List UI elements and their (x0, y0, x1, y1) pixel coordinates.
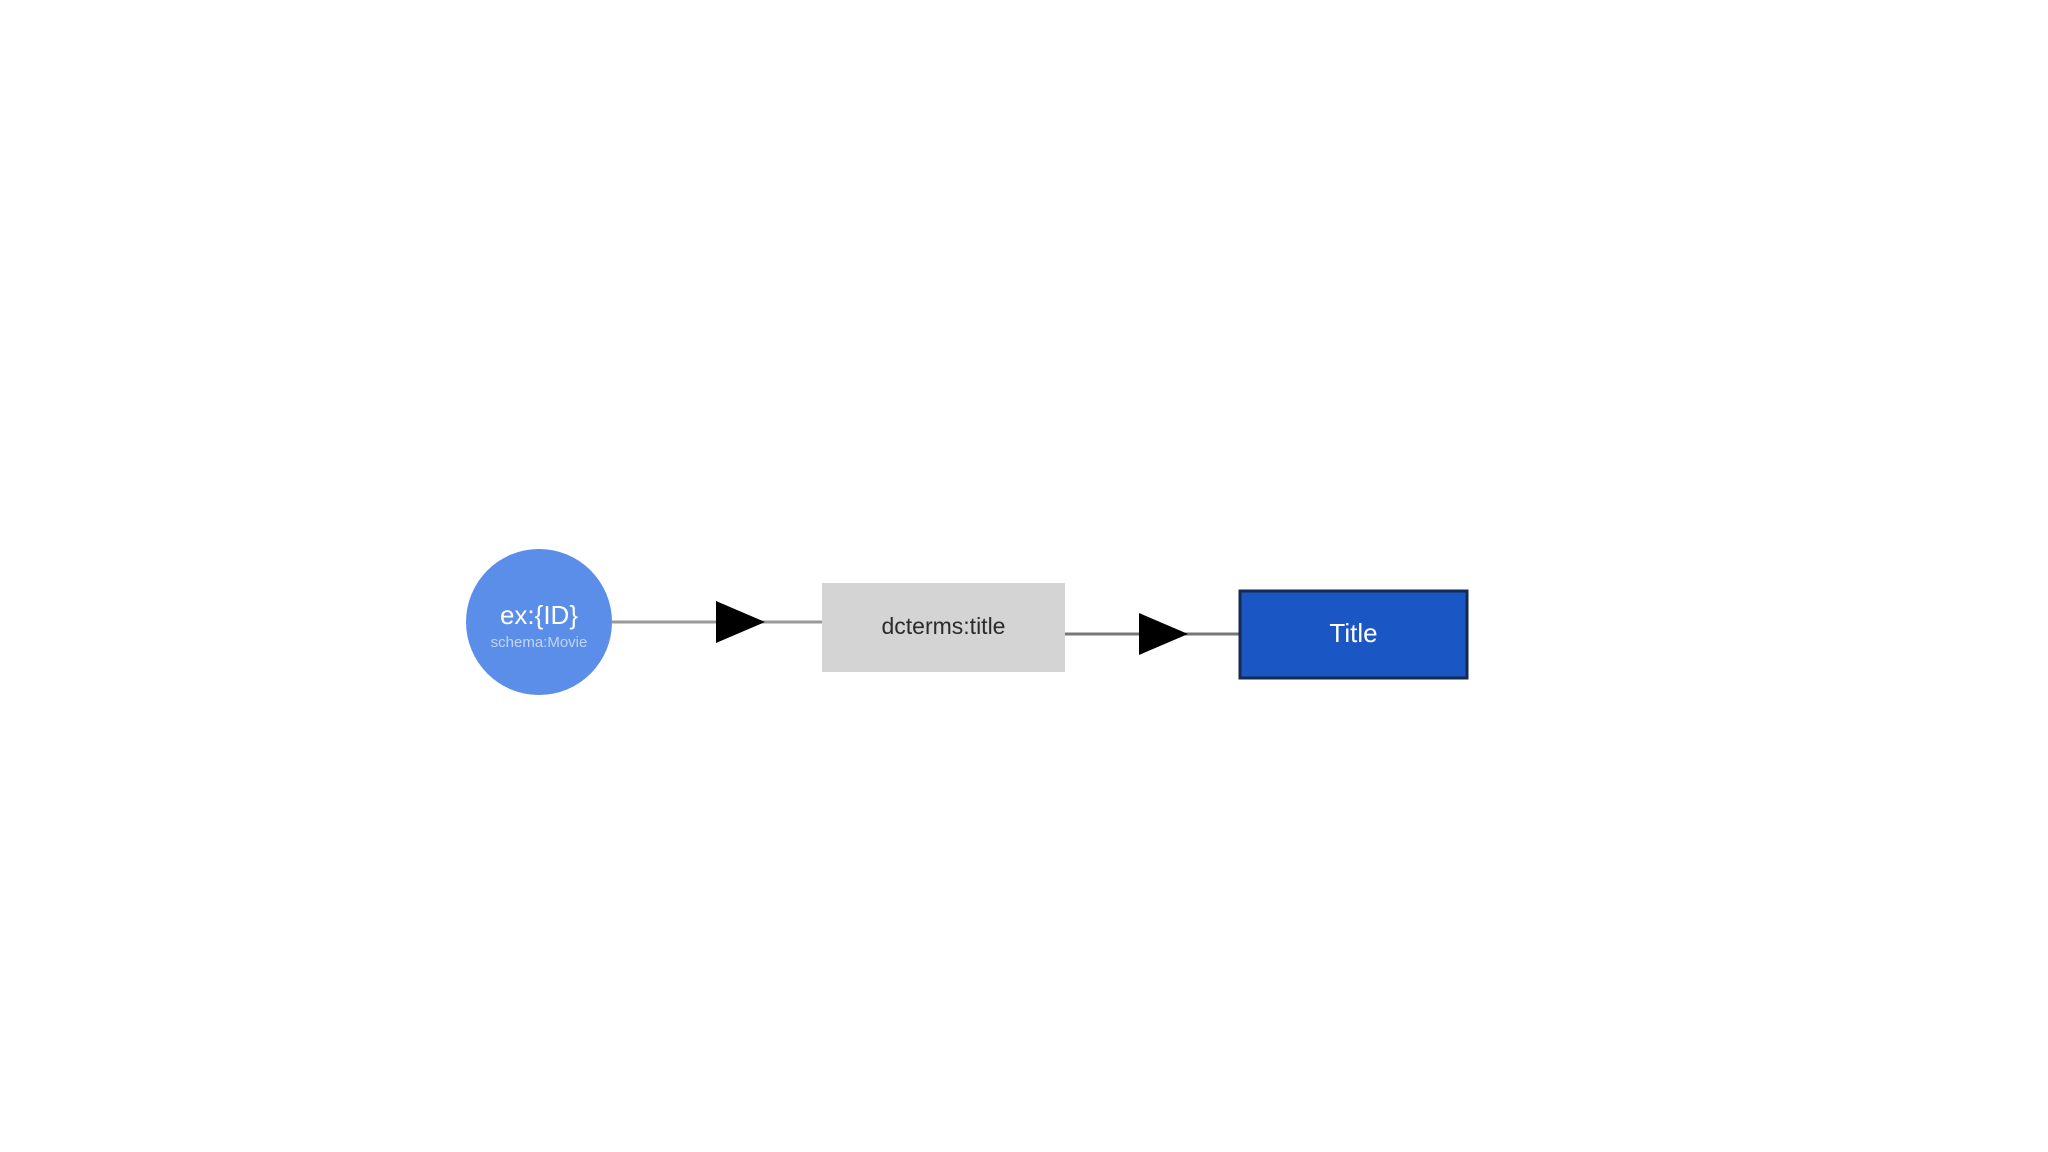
arrowhead-icon (1139, 613, 1188, 655)
node-subject-shape (466, 549, 612, 695)
node-predicate-shape (822, 583, 1065, 672)
node-object[interactable]: Title (1238, 589, 1469, 680)
node-object-shape (1238, 589, 1469, 680)
node-subject[interactable]: ex:{ID} schema:Movie (466, 549, 612, 695)
node-predicate[interactable]: dcterms:title (822, 583, 1065, 672)
arrowhead-icon (716, 601, 765, 643)
node-predicate-label: dcterms:title (882, 613, 1006, 639)
edge-subject-predicate[interactable] (612, 601, 822, 643)
node-object-label: Title (1329, 618, 1377, 648)
node-subject-label: ex:{ID} (500, 600, 578, 630)
node-subject-sublabel: schema:Movie (491, 634, 588, 651)
edge-predicate-object[interactable] (1065, 613, 1240, 655)
